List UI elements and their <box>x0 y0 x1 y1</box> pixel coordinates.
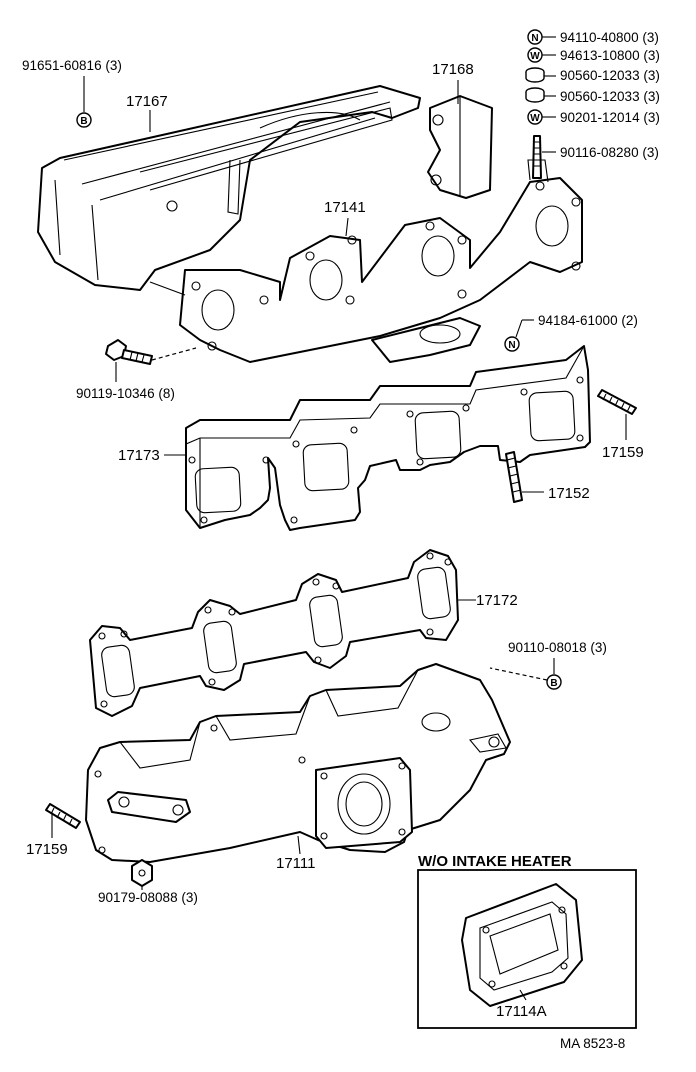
legend: N 94110-40800 (3) W 94613-10800 (3) 9056… <box>525 29 660 125</box>
n-symbol-icon: N <box>527 29 543 45</box>
svg-text:W: W <box>530 113 540 124</box>
bolt-90119 <box>105 339 153 365</box>
label-90560a: 90560-12033 (3) <box>560 68 660 83</box>
inset-title: W/O INTAKE HEATER <box>418 853 572 870</box>
b-symbol-icon: B <box>76 112 92 128</box>
label-94613: 94613-10800 (3) <box>560 48 660 63</box>
exhaust-manifold-17141 <box>149 159 583 363</box>
n-symbol-icon-2: N <box>504 336 520 352</box>
label-90560b: 90560-12033 (3) <box>560 89 660 104</box>
label-17159-lower: 17159 <box>26 841 68 858</box>
inset-box: W/O INTAKE HEATER <box>417 853 637 1029</box>
w-symbol-icon: W <box>527 47 543 63</box>
heat-insulator-17167 <box>37 85 421 291</box>
label-91651: 91651-60816 (3) <box>22 58 122 73</box>
washer-icon-2 <box>525 87 545 103</box>
svg-text:B: B <box>80 116 87 127</box>
label-17168: 17168 <box>432 61 474 78</box>
label-90116: 90116-08280 (3) <box>560 145 659 160</box>
diagram-code: MA 8523-8 <box>560 1036 625 1051</box>
svg-text:B: B <box>550 678 557 689</box>
intake-manifold-17111 <box>85 663 511 863</box>
label-90201: 90201-12014 (3) <box>560 110 660 125</box>
label-90179: 90179-08088 (3) <box>98 890 198 905</box>
b-symbol-icon-2: B <box>546 674 562 690</box>
bracket-17168 <box>427 95 493 199</box>
label-17172: 17172 <box>476 592 518 609</box>
svg-text:N: N <box>508 340 515 351</box>
stud-17152 <box>505 451 523 503</box>
label-17152: 17152 <box>548 485 590 502</box>
gasket-17172 <box>89 549 459 717</box>
label-94184: 94184-61000 (2) <box>538 313 638 328</box>
label-17111: 17111 <box>276 855 316 872</box>
svg-text:N: N <box>531 33 538 44</box>
label-90119: 90119-10346 (8) <box>76 386 175 401</box>
label-17173: 17173 <box>118 447 160 464</box>
label-90110: 90110-08018 (3) <box>508 640 607 655</box>
label-17167: 17167 <box>126 93 168 110</box>
w-symbol-icon-2: W <box>527 109 543 125</box>
stud-17159-upper <box>597 389 637 415</box>
nut-90179 <box>131 859 153 887</box>
stud-90116 <box>532 135 542 179</box>
stud-17159-lower <box>45 803 81 829</box>
label-17159-upper: 17159 <box>602 444 644 461</box>
svg-text:W: W <box>530 51 540 62</box>
label-17114a: 17114A <box>496 1003 547 1020</box>
label-17141: 17141 <box>324 199 366 216</box>
label-94110: 94110-40800 (3) <box>560 30 659 45</box>
plate-17173 <box>185 345 591 531</box>
washer-icon <box>525 67 545 83</box>
